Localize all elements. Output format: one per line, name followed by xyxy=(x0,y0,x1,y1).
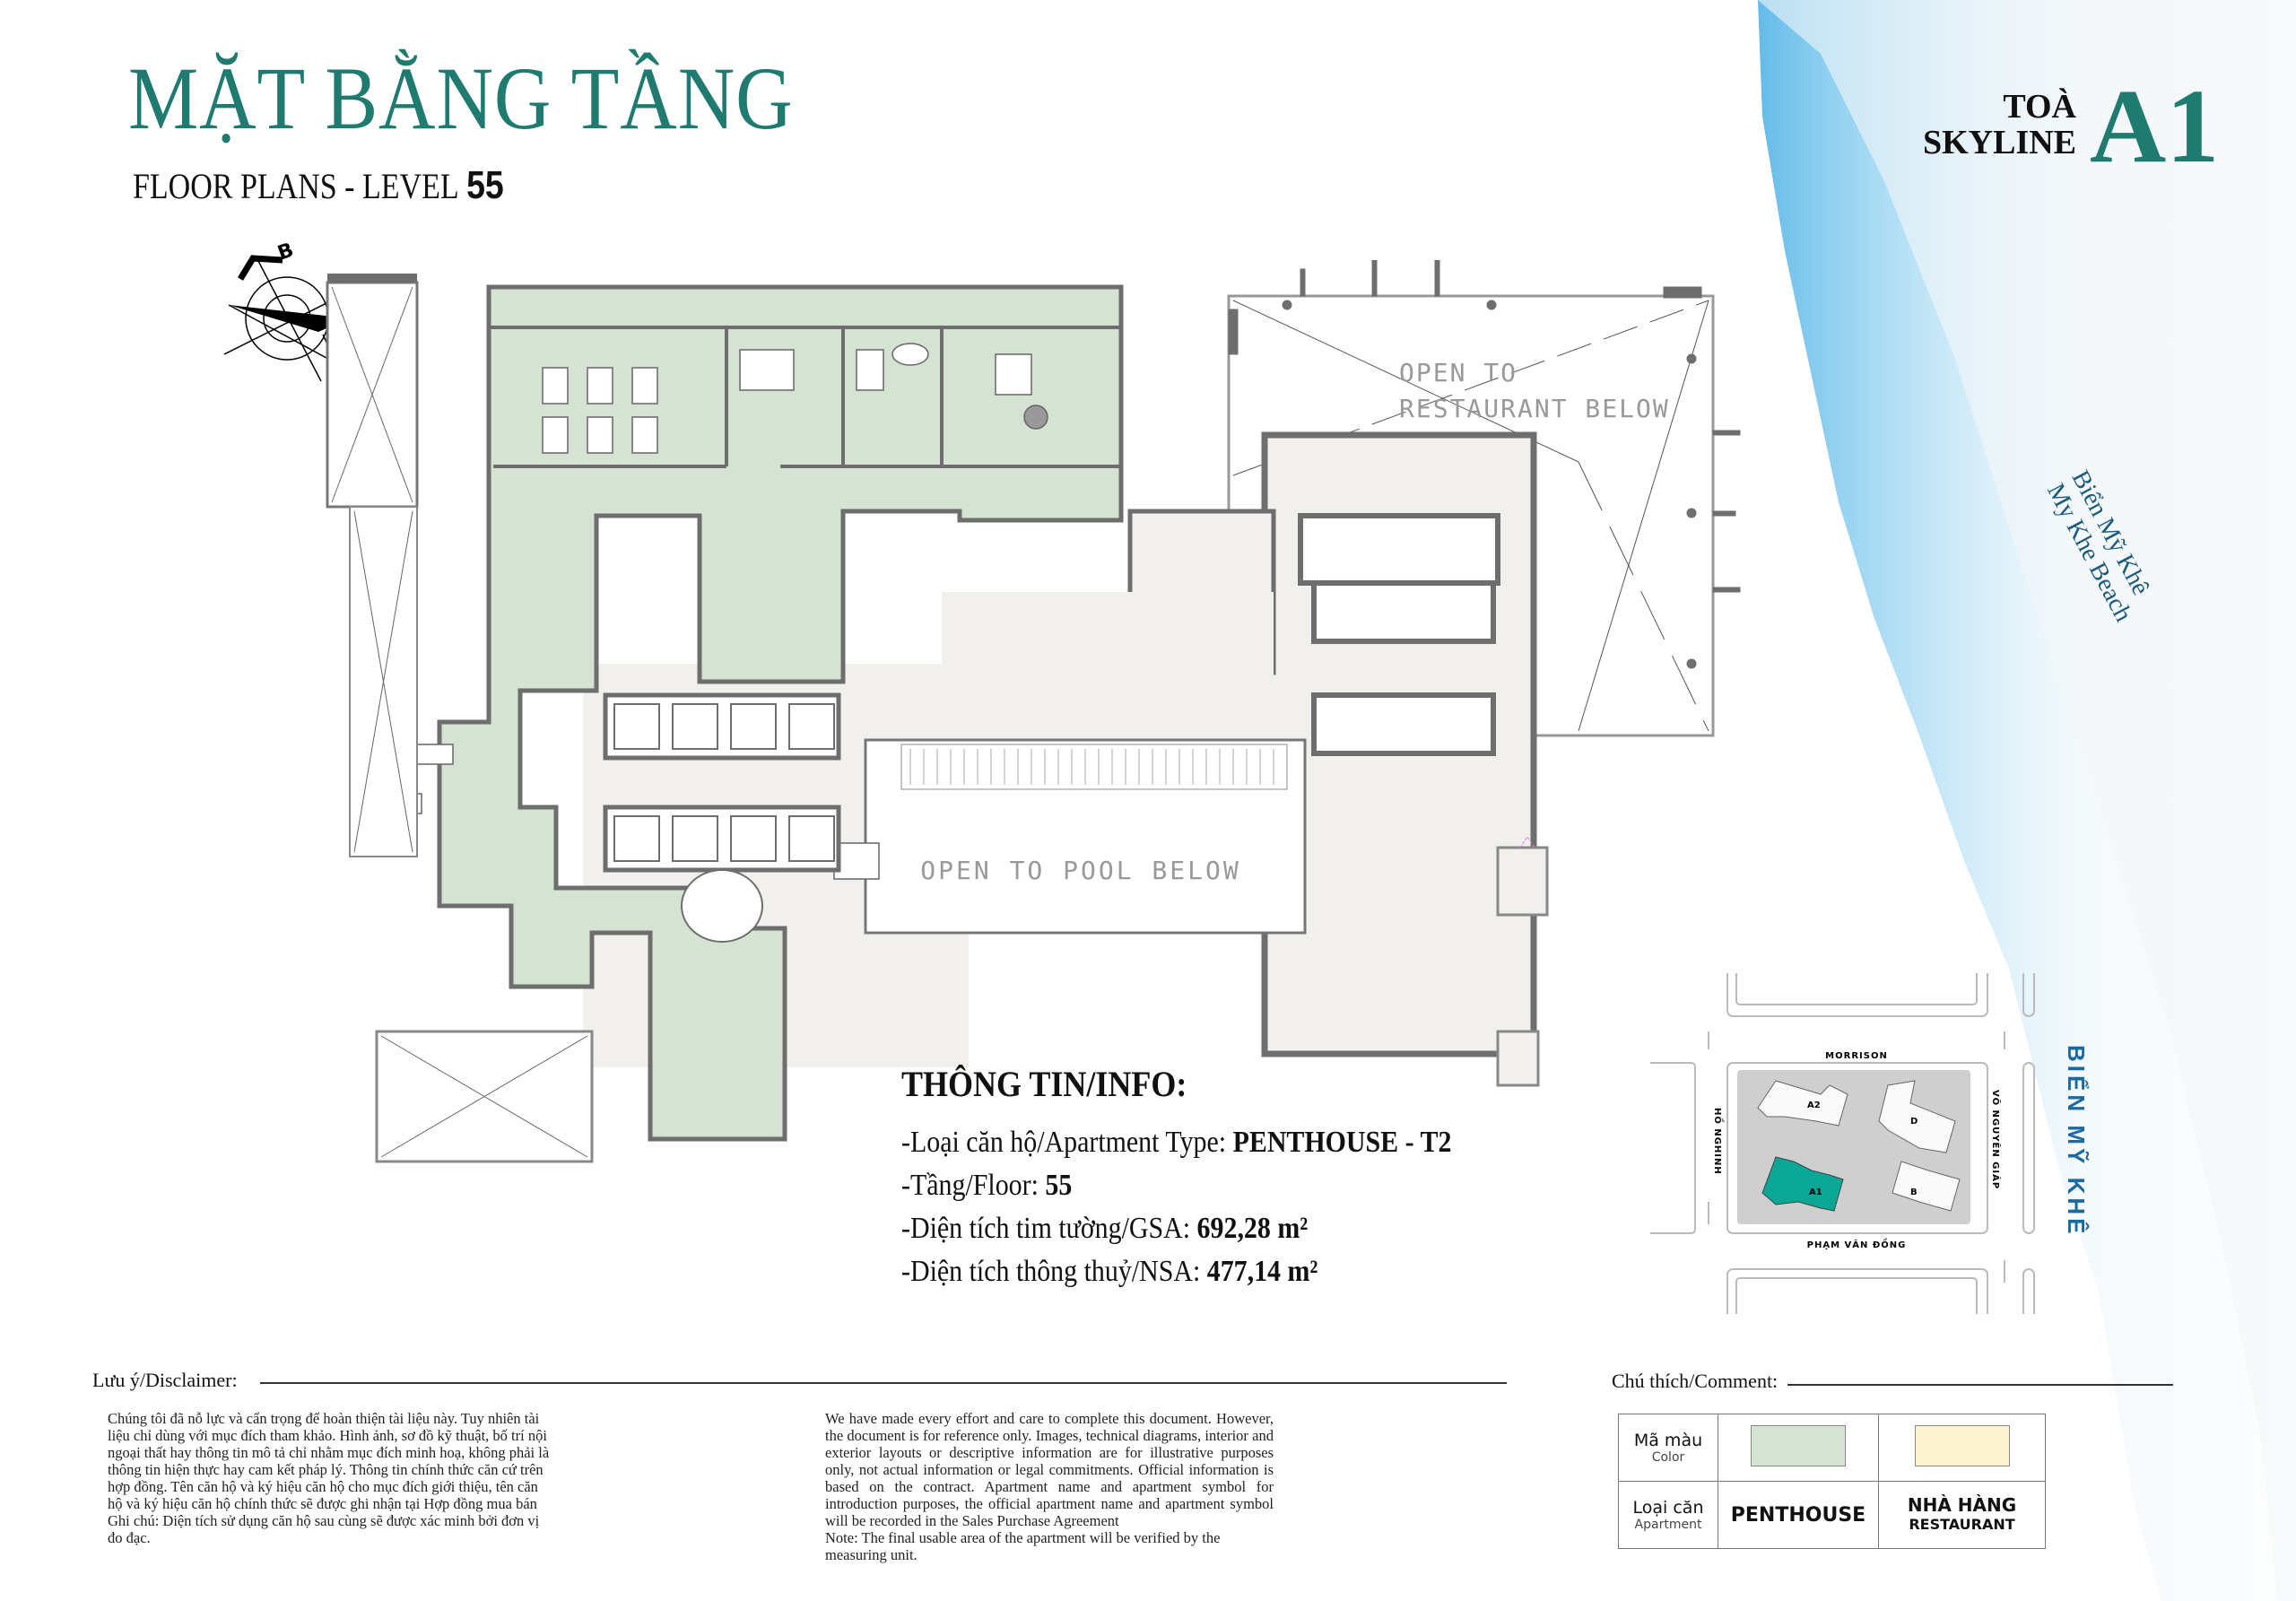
subtitle-text: FLOOR PLANS - LEVEL xyxy=(133,166,459,206)
info-label: -Diện tích thông thuỷ/NSA: xyxy=(901,1255,1207,1288)
legend-color-header: Mã màu Color xyxy=(1618,1414,1718,1482)
divider xyxy=(260,1382,1507,1384)
svg-text:PHẠM VĂN ĐỒNG: PHẠM VĂN ĐỒNG xyxy=(1807,1237,1907,1250)
legend-item-sub: RESTAURANT xyxy=(1909,1516,2015,1533)
svg-text:RESTAURANT BELOW: RESTAURANT BELOW xyxy=(1399,394,1670,423)
legend-type-header: Loại căn Apartment xyxy=(1618,1481,1718,1549)
disclaimer-en-text: We have made every effort and care to co… xyxy=(825,1410,1274,1529)
apartment-info: THÔNG TIN/INFO: -Loại căn hộ/Apartment T… xyxy=(901,1063,1526,1293)
legend-item-label: NHÀ HÀNG xyxy=(1907,1494,2017,1516)
svg-text:VÕ NGUYÊN GIÁP: VÕ NGUYÊN GIÁP xyxy=(1990,1090,2002,1189)
svg-text:A1: A1 xyxy=(1809,1188,1822,1197)
tower-prefix: TOÀ SKYLINE xyxy=(1897,88,2076,161)
disclaimer-en: We have made every effort and care to co… xyxy=(825,1410,1274,1563)
legend-item-label: PENTHOUSE xyxy=(1730,1503,1866,1527)
info-value: 55 xyxy=(1045,1169,1073,1202)
svg-text:OPEN TO: OPEN TO xyxy=(1399,358,1518,387)
legend-type-penthouse: PENTHOUSE xyxy=(1718,1481,1879,1549)
info-row-floor: -Tầng/Floor: 55 xyxy=(901,1164,1451,1207)
legend-table: Mã màu Color Loại căn Apartment PENTHOUS… xyxy=(1618,1414,2046,1549)
info-label: -Loại căn hộ/Apartment Type: xyxy=(901,1126,1233,1159)
info-row-nsa: -Diện tích thông thuỷ/NSA: 477,14 m² xyxy=(901,1250,1451,1293)
info-row-gsa: -Diện tích tim tường/GSA: 692,28 m² xyxy=(901,1207,1451,1250)
info-heading: THÔNG TIN/INFO: xyxy=(901,1064,1187,1104)
level-number: 55 xyxy=(466,163,504,207)
info-value: 477,14 m² xyxy=(1206,1255,1318,1288)
floor-plan: OPEN TO RESTAURANT BELOW OPEN TO POOL BE… xyxy=(326,260,1741,1163)
info-row-type: -Loại căn hộ/Apartment Type: PENTHOUSE -… xyxy=(901,1121,1451,1164)
svg-text:D: D xyxy=(1910,1117,1918,1127)
info-label: -Tầng/Floor: xyxy=(901,1169,1046,1202)
legend-color-sub: Color xyxy=(1651,1450,1685,1465)
legend-type-sub: Apartment xyxy=(1634,1518,1702,1532)
info-value: 692,28 m² xyxy=(1196,1212,1309,1245)
disclaimer-vn-note: Ghi chú: Diện tích sử dụng căn hộ sau cù… xyxy=(108,1512,540,1546)
restaurant-color-swatch xyxy=(1914,1425,2010,1466)
svg-text:OPEN TO POOL BELOW: OPEN TO POOL BELOW xyxy=(920,856,1240,885)
legend-color-label: Mã màu xyxy=(1633,1431,1703,1450)
divider xyxy=(1787,1384,2173,1386)
sea-watercolor-decoration xyxy=(1758,0,2296,1601)
disclaimer-heading: Lưu ý/Disclaimer: xyxy=(92,1369,238,1391)
tower-code: A1 xyxy=(2090,67,2220,185)
svg-text:A2: A2 xyxy=(1807,1101,1821,1110)
info-label: -Diện tích tim tường/GSA: xyxy=(901,1212,1197,1245)
site-location-map: A2 D A1 B MORRISON PHẠM VĂN ĐỒNG HỒ NGHI… xyxy=(1650,973,2035,1314)
disclaimer-vn: Chúng tôi đã nỗ lực và cẩn trọng để hoàn… xyxy=(108,1410,556,1546)
info-value: PENTHOUSE - T2 xyxy=(1232,1126,1452,1159)
legend-type-label: Loại căn xyxy=(1632,1498,1704,1518)
svg-text:HỒ NGHINH: HỒ NGHINH xyxy=(1712,1108,1726,1175)
tower-prefix-line2: SKYLINE xyxy=(1922,123,2076,161)
penthouse-color-swatch xyxy=(1751,1425,1846,1466)
map-beach-label: BIỂN MỸ KHÊ xyxy=(2063,1045,2090,1238)
legend-swatch-restaurant-cell xyxy=(1878,1414,2046,1482)
page-title: MẶT BẰNG TẦNG xyxy=(128,48,794,148)
svg-text:B: B xyxy=(1910,1188,1918,1197)
legend-heading: Chú thích/Comment: xyxy=(1612,1370,1779,1392)
disclaimer-en-note: Note: The final usable area of the apart… xyxy=(825,1529,1221,1563)
tower-prefix-line1: TOÀ xyxy=(2003,88,2076,126)
svg-text:MORRISON: MORRISON xyxy=(1825,1051,1888,1061)
disclaimer-vn-text: Chúng tôi đã nỗ lực và cẩn trọng để hoàn… xyxy=(108,1410,550,1512)
legend-swatch-penthouse-cell xyxy=(1718,1414,1879,1482)
